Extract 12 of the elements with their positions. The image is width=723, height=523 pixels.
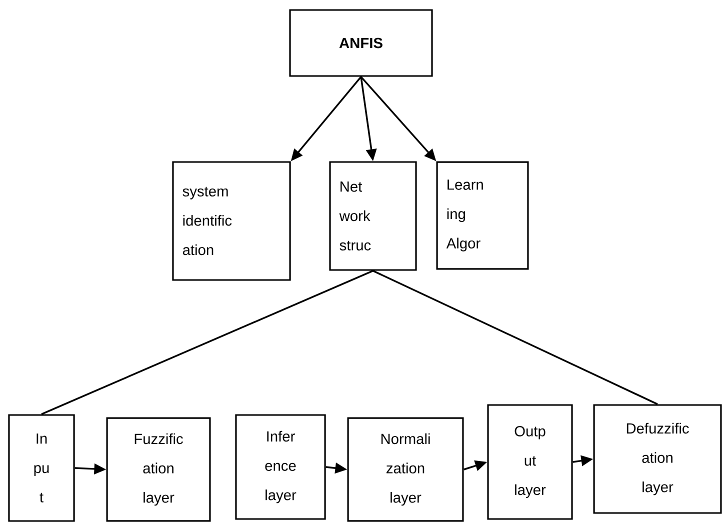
connector-line	[41, 270, 374, 415]
title-box: ANFIS	[289, 9, 433, 77]
process-box: system identific ation	[172, 161, 291, 281]
layer-box: Defuzzific ation layer	[593, 404, 722, 514]
process-box: Learn ing Algor	[436, 161, 529, 270]
layer-box: Fuzzific ation layer	[106, 417, 211, 522]
layer-box: In pu t	[8, 414, 75, 522]
layer-box: Infer ence layer	[235, 414, 326, 520]
connector-line	[372, 270, 658, 405]
process-box: Net work struc	[329, 161, 417, 271]
layer-box: Normali zation layer	[347, 417, 464, 522]
layer-box: Outp ut layer	[487, 404, 573, 520]
